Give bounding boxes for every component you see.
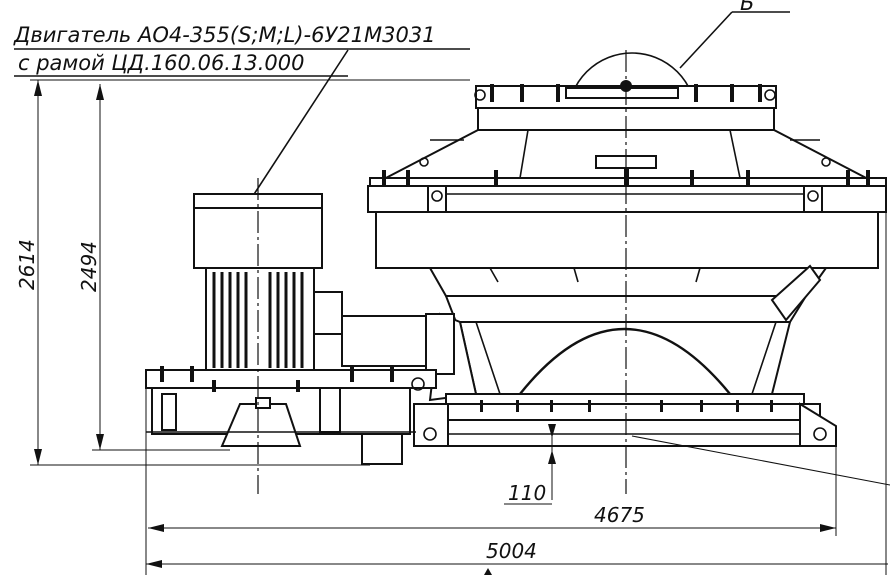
crusher-body: [367, 80, 887, 447]
dim-height-motor: 2494: [77, 84, 230, 451]
dim-width-inner: 4675: [148, 446, 837, 536]
lower-leader-line: [631, 435, 890, 486]
dim-offset-value: 110: [508, 481, 546, 505]
dim-offset: 110: [504, 424, 556, 505]
motor-frame: [145, 366, 437, 465]
motor-label: Двигатель АО4-355(S;M;L)-6У21М3031 с рам…: [13, 23, 470, 229]
motor-label-line1: Двигатель АО4-355(S;M;L)-6У21М3031: [13, 23, 436, 47]
dim-height-motor-value: 2494: [77, 241, 101, 292]
motor-label-line2: с рамой ЦД.160.06.13.000: [18, 51, 304, 75]
dim-width-total-value: 5004: [486, 539, 537, 563]
dim-height-total: 2614: [15, 79, 470, 466]
dim-height-total-value: 2614: [15, 239, 39, 290]
dim-width-inner-value: 4675: [594, 503, 645, 527]
dim-width-total: 5004: [145, 200, 888, 575]
electric-motor: [193, 193, 455, 375]
